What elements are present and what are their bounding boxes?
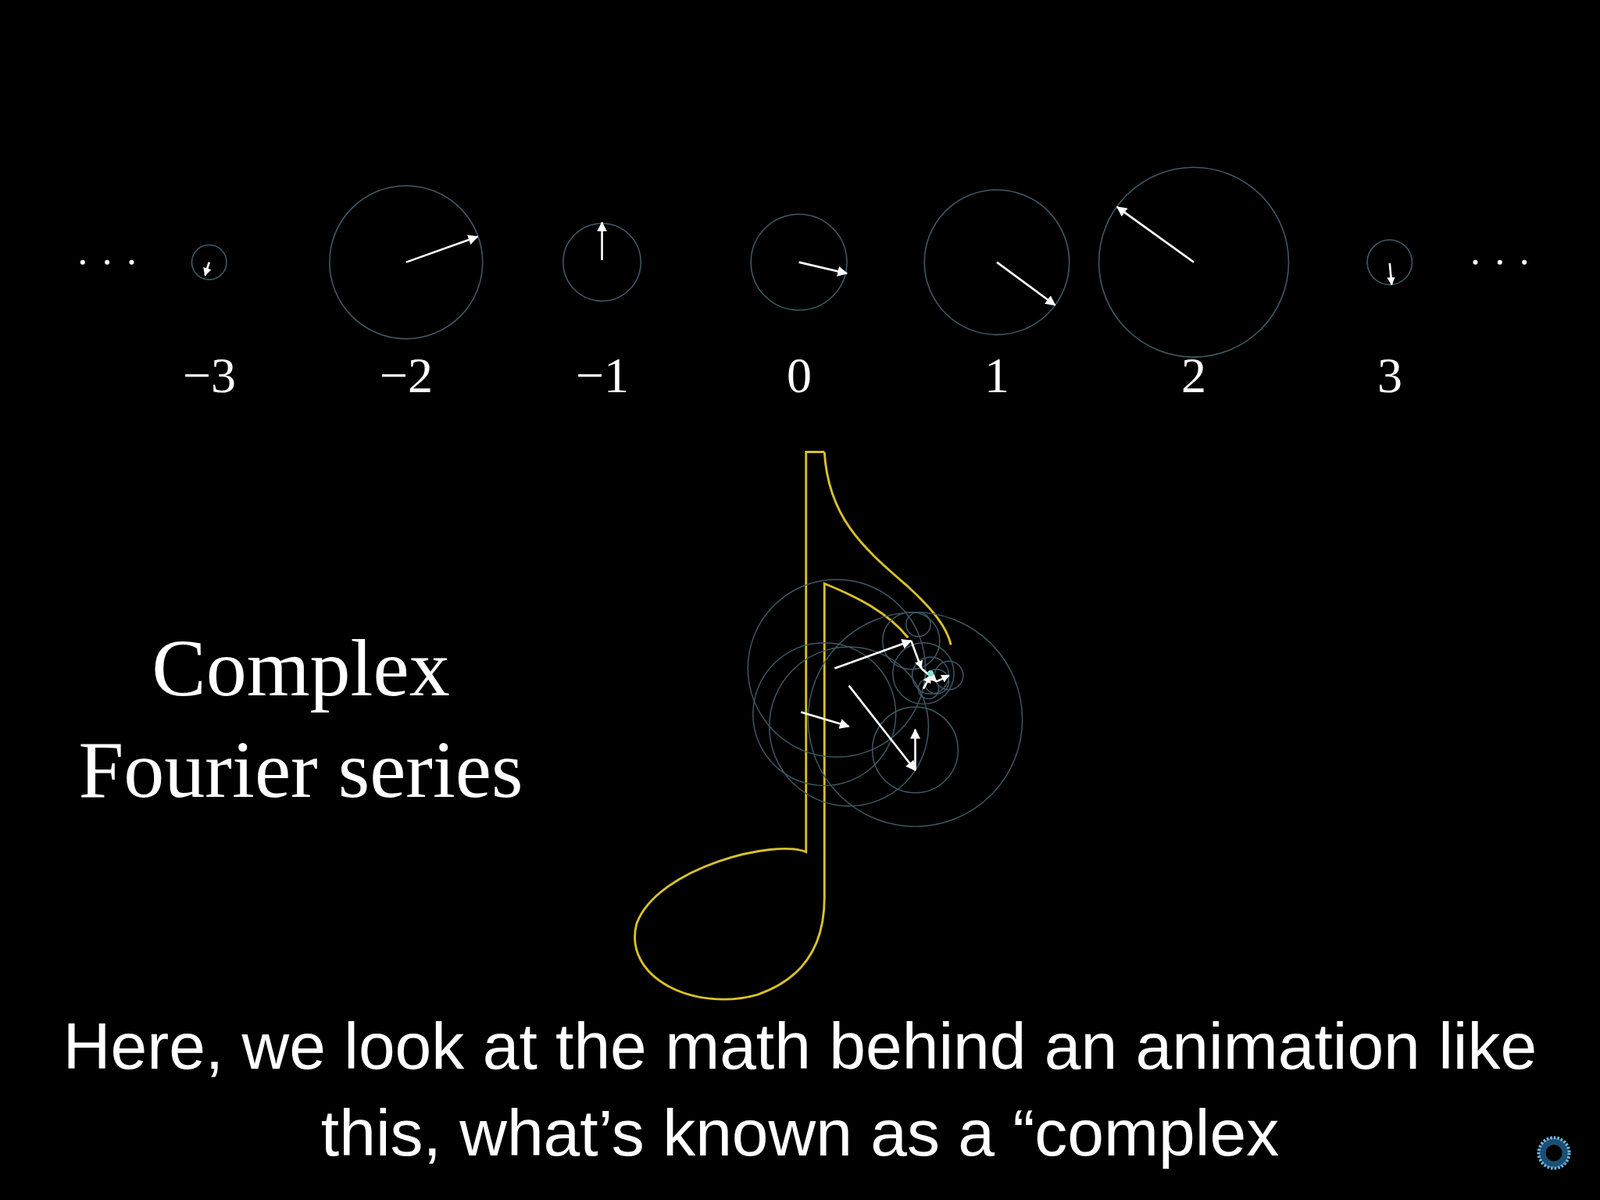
index-label: 2 <box>1181 348 1207 404</box>
title-text: Complex Fourier series <box>31 617 571 821</box>
pen-tip <box>927 670 934 677</box>
index-label: −3 <box>182 348 236 404</box>
music-note-trace <box>635 452 952 1000</box>
subtitle-caption: Here, we look at the math behind an anim… <box>34 1003 1566 1177</box>
coefficient-circles <box>192 167 1413 358</box>
index-label: −1 <box>575 348 629 404</box>
epicycle-circles <box>747 579 1022 827</box>
index-label: 0 <box>786 348 812 404</box>
channel-logo <box>1538 1137 1569 1168</box>
index-label: 3 <box>1377 348 1403 404</box>
index-label: 1 <box>984 348 1010 404</box>
epicycle-vectors <box>800 640 949 771</box>
index-label: −2 <box>379 348 433 404</box>
coefficient-vectors <box>205 207 1393 305</box>
